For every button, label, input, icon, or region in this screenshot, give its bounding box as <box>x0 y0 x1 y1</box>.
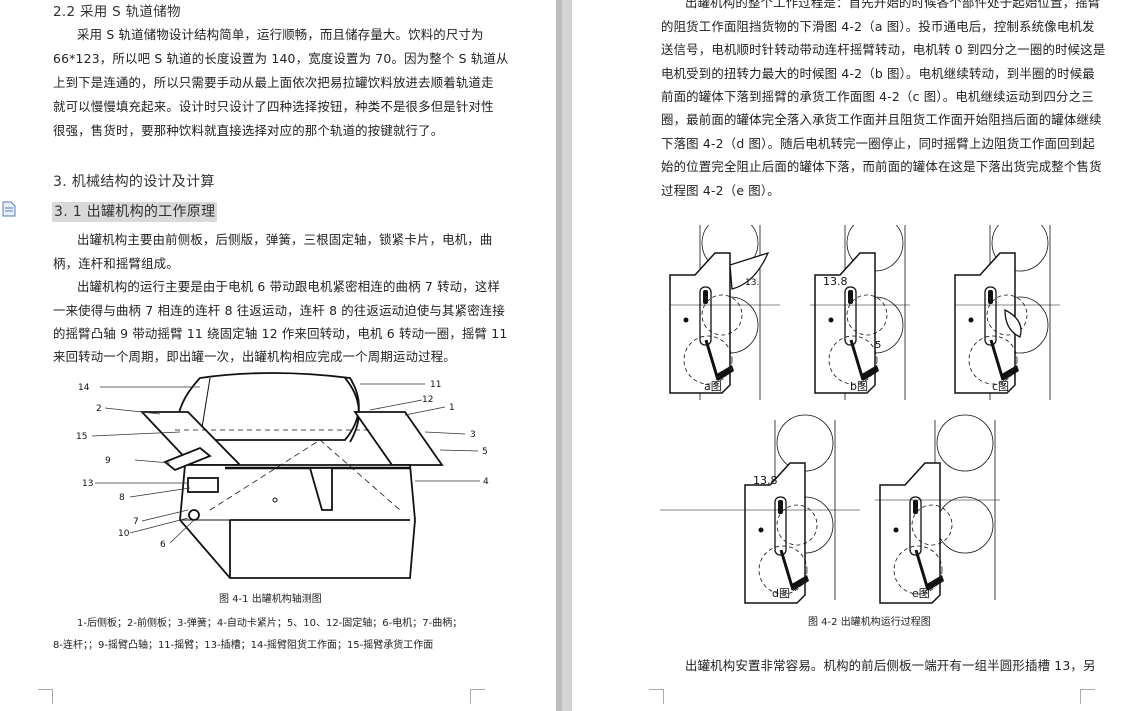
fig41-label-5: 5 <box>482 447 488 457</box>
fig41-label-13: 13 <box>82 479 93 489</box>
fig42-dim-text: 13. <box>745 278 759 288</box>
page-corner-mark <box>38 689 53 704</box>
fig41-label-8: 8 <box>119 493 125 503</box>
paragraph-line: 来回转动一个周期，即出罐一次，出罐机构相应完成一个周期运动过程。 <box>53 349 456 364</box>
paragraph-line: 的阻货工作面阻挡货物的下滑图 4-2（a 图）。投币通电后，控制系统像电机发 <box>661 19 1095 34</box>
paragraph-line: 下落图 4-2（d 图）。随后电机转完一圈停止，同时摇臂上边阻货工作面回到起 <box>661 136 1095 151</box>
paragraph-line: 上到下是连通的，所以只需要手动从最上面依次把易拉罐饮料放进去顺着轨道走 <box>53 75 494 90</box>
paragraph-line: 出罐机构的运行主要是由于电机 6 带动跟电机紧密相连的曲柄 7 转动，这样 <box>77 279 501 294</box>
figure-4-2-process-drawing: 13. a图 13.8 5 b图 c图 13.8 d图 e图 <box>660 225 1060 605</box>
page-corner-mark <box>1080 689 1095 704</box>
fig41-label-3: 3 <box>470 430 476 440</box>
figure-4-1-legend-line: 8-连杆；；9-摇臂凸轴；11-摇臂；13-插槽；14-摇臂阻货工作面；15-摇… <box>53 640 434 651</box>
figure-4-2-caption: 图 4-2 出罐机构运行过程图 <box>808 617 931 628</box>
figure-4-1-isometric-drawing: 14 2 15 9 13 8 7 10 6 11 12 1 3 5 4 <box>76 372 489 579</box>
section-heading-3: 3. 机械结构的设计及计算 <box>53 174 215 190</box>
fig42-sublabel-b: b图 <box>850 380 868 393</box>
paragraph-line: 的摇臂凸轴 9 带动摇臂 11 绕固定轴 12 作来回转动，电机 6 转动一圈，… <box>53 326 508 341</box>
paragraph-line: 送信号，电机顺时针转动带动连杆摇臂转动，电机转 0 到四分之一圈的时候这是 <box>661 42 1106 57</box>
paragraph-line: 出罐机构的整个工作过程是：首先开始的时候各个部件处于起始位置，摇臂 <box>685 0 1101 10</box>
paragraph-line: 一来使得与曲柄 7 相连的连杆 8 往返运动，连杆 8 的往返运动迫使与其紧密连… <box>53 303 505 318</box>
page-gap <box>556 0 572 711</box>
fig42-sublabel-d: d图 <box>772 587 790 600</box>
paragraph-line: 很强，售货时，要那种饮料就直接选择对应的那个轨道的按键就行了。 <box>53 123 444 138</box>
paragraph-line: 采用 S 轨道储物设计结构简单，运行顺畅，而且储存量大。饮料的尺寸为 <box>77 27 484 42</box>
section-heading-3-1: 3. 1 出罐机构的工作原理 <box>52 201 218 222</box>
paragraph-line: 电机受到的扭转力最大的时候图 4-2（b 图）。电机继续转动，到半圈的时候最 <box>661 66 1095 81</box>
fig41-label-2: 2 <box>96 404 102 414</box>
fig41-label-15: 15 <box>76 432 87 442</box>
paragraph-line: 就可以慢慢填充起来。设计时只设计了四种选择按钮，种类不是很多但是针对性 <box>53 99 494 114</box>
document-page-right: 出罐机构的整个工作过程是：首先开始的时候各个部件处于起始位置，摇臂 的阻货工作面… <box>572 0 1139 711</box>
paragraph-line: 66*123，所以吧 S 轨道的长度设置为 140，宽度设置为 70。因为整个 … <box>53 51 509 66</box>
fig42-dim-text: 13.8 <box>823 275 848 288</box>
paragraph-line: 出罐机构主要由前侧板，后侧版，弹簧，三根固定轴，锁紧卡片，电机，曲 <box>77 232 493 247</box>
paragraph-line: 出罐机构安置非常容易。机构的前后侧板一端开有一组半圆形插槽 13，另 <box>685 658 1096 673</box>
figure-4-1-caption: 图 4-1 出罐机构轴测图 <box>219 594 322 605</box>
paragraph-line: 柄，连杆和摇臂组成。 <box>53 256 179 271</box>
fig41-label-1: 1 <box>449 403 455 413</box>
fig42-dim-text: 13.8 <box>753 474 778 487</box>
fig41-label-14: 14 <box>78 383 90 393</box>
figure-4-1-legend-line: 1-后侧板；2-前侧板；3-弹簧；4-自动卡紧片；5、10、12-固定轴；6-电… <box>77 618 463 629</box>
paragraph-line: 圈，最前面的罐体完全落入承货工作面并且阻货工作面开始阻挡后面的罐体继续 <box>661 112 1102 127</box>
highlighted-heading-text: 3. 1 出罐机构的工作原理 <box>52 202 218 222</box>
page-corner-mark <box>649 689 664 704</box>
fig42-sublabel-c: c图 <box>992 380 1009 393</box>
fig41-label-7: 7 <box>133 517 139 527</box>
fig42-dim-text: 5 <box>875 340 881 351</box>
fig41-label-11: 11 <box>430 380 441 390</box>
fig41-label-10: 10 <box>118 529 130 539</box>
paragraph-line: 始的位置完全阻止后面的罐体下落，而前面的罐体在这是下落出货完成整个售货 <box>661 159 1102 174</box>
fig42-sublabel-a: a图 <box>704 380 722 393</box>
fig41-label-12: 12 <box>422 395 433 405</box>
fig41-label-9: 9 <box>105 456 111 466</box>
paragraph-line: 前面的罐体下落到摇臂的承货工作面图 4-2（c 图）。电机继续运动到四分之三 <box>661 89 1094 104</box>
page-corner-mark <box>470 689 485 704</box>
fig41-label-6: 6 <box>160 540 166 550</box>
document-icon[interactable] <box>2 201 16 217</box>
fig42-sublabel-e: e图 <box>912 587 930 600</box>
fig41-label-4: 4 <box>483 477 489 487</box>
document-page-left: 2.2 采用 S 轨道储物 采用 S 轨道储物设计结构简单，运行顺畅，而且储存量… <box>0 0 556 711</box>
section-heading-2-2: 2.2 采用 S 轨道储物 <box>53 4 181 20</box>
paragraph-line: 过程图 4-2（e 图）。 <box>661 183 780 198</box>
